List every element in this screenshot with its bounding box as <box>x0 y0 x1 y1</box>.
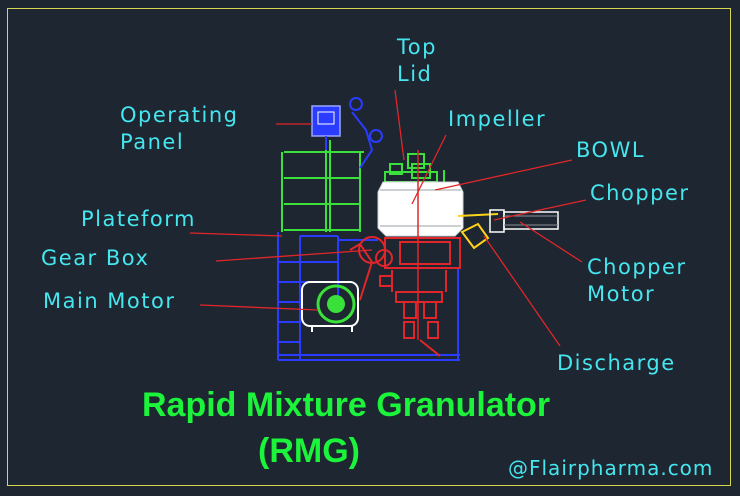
label-chopper-motor-line2: Motor <box>587 282 656 306</box>
operating-panel <box>311 97 383 169</box>
leader-lines <box>189 89 587 347</box>
leader-main-motor <box>199 304 319 311</box>
main-motor <box>301 281 359 332</box>
watermark-text: @Flairpharma.com <box>508 456 714 480</box>
label-top-lid-line1: Top <box>397 35 437 59</box>
label-main-motor: Main Motor <box>43 289 176 313</box>
platform-railing <box>281 140 364 232</box>
leader-bowl <box>434 159 573 191</box>
label-operating-panel-line2: Panel <box>120 130 185 154</box>
label-plateform: Plateform <box>81 207 196 231</box>
discharge-assembly <box>391 270 447 357</box>
leader-chopper-motor <box>519 221 583 263</box>
label-chopper-motor-line1: Chopper <box>587 255 687 279</box>
label-gear-box: Gear Box <box>41 246 150 270</box>
leader-impeller <box>411 134 447 205</box>
machine-base <box>277 232 460 361</box>
chopper-assembly <box>457 209 559 250</box>
leader-discharge <box>483 235 561 347</box>
label-operating-panel-line1: Operating <box>120 103 239 127</box>
bowl <box>377 150 464 340</box>
label-impeller: Impeller <box>448 107 547 131</box>
label-chopper: Chopper <box>590 181 690 205</box>
gear-box <box>349 236 461 301</box>
label-bowl: BOWL <box>576 138 646 162</box>
drawing-frame <box>7 8 731 486</box>
leader-top-lid <box>394 89 405 161</box>
leader-chopper <box>493 199 587 221</box>
label-top-lid-line2: Lid <box>397 62 433 86</box>
label-discharge: Discharge <box>557 351 676 375</box>
diagram-title: Rapid Mixture Granulator <box>142 386 551 424</box>
diagram-subtitle: (RMG) <box>258 432 360 470</box>
leader-gear-box <box>215 249 373 262</box>
leader-plateform <box>189 232 283 237</box>
